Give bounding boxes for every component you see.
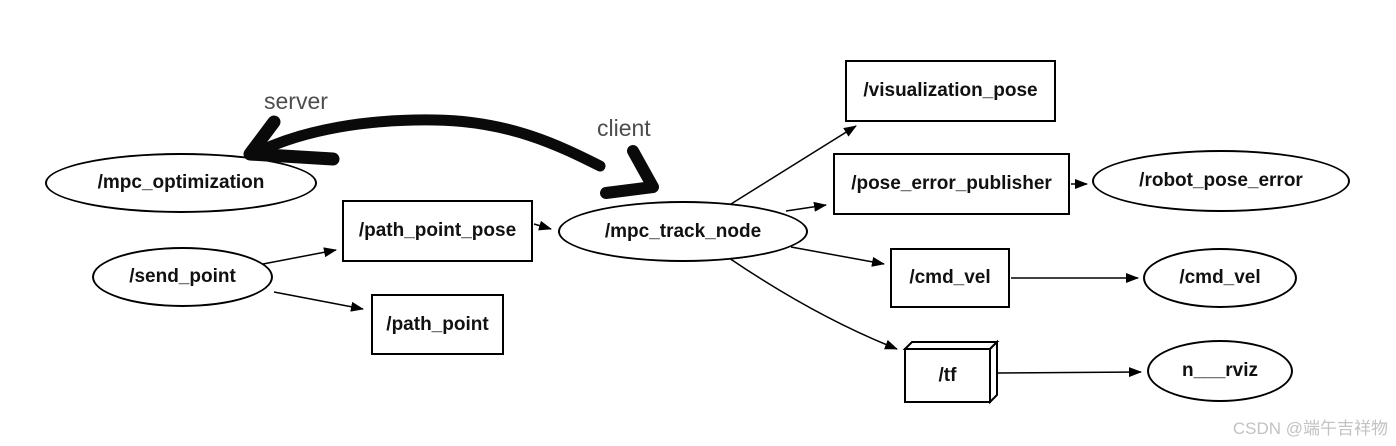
edge-mpc-track-node-to-cmd-vel-topic: [790, 246, 885, 267]
node-send-point: /send_point: [92, 247, 273, 307]
topic-visualization-pose: /visualization_pose: [845, 60, 1056, 122]
topic-path-point: /path_point: [371, 294, 504, 355]
edge-mpc-track-node-to-pose-error-publisher: [785, 201, 827, 212]
node-mpc-optimization-label: /mpc_optimization: [97, 172, 265, 193]
topic-path-point-pose-label: /path_point_pose: [358, 220, 517, 241]
topic-tf-label: /tf: [938, 364, 957, 386]
topic-path-point-pose: /path_point_pose: [342, 200, 533, 262]
edge-path-point-pose-to-mpc-track-node: [533, 220, 552, 231]
node-mpc-optimization: /mpc_optimization: [45, 153, 317, 213]
topic-pose-error-publisher-label: /pose_error_publisher: [851, 173, 1052, 194]
node-mpc-track-node: /mpc_track_node: [558, 201, 808, 262]
node-rviz-label: n___rviz: [1181, 360, 1259, 381]
node-send-point-label: /send_point: [129, 266, 236, 287]
topic-visualization-pose-label: /visualization_pose: [863, 80, 1038, 101]
node-robot-pose-error-label: /robot_pose_error: [1139, 170, 1303, 191]
edge-send-point-to-path-point: [273, 291, 364, 312]
topic-tf: /tf: [905, 349, 990, 402]
hand-arrowhead-server: [243, 115, 340, 166]
csdn-watermark: CSDN @端午吉祥物: [1232, 419, 1388, 438]
topic-path-point-label: /path_point: [386, 313, 489, 335]
node-cmd-vel-label: /cmd_vel: [1179, 267, 1261, 288]
edge-mpc-track-node-to-tf: [728, 257, 898, 350]
annotation-client: client: [597, 115, 651, 141]
node-cmd-vel: /cmd_vel: [1143, 248, 1297, 308]
edge-send-point-to-path-point-pose: [262, 247, 337, 265]
annotation-server: server: [264, 88, 328, 114]
topic-cmd-vel: /cmd_vel: [890, 248, 1010, 308]
topic-pose-error-publisher: /pose_error_publisher: [833, 153, 1070, 215]
node-rviz: n___rviz: [1147, 340, 1293, 402]
node-robot-pose-error: /robot_pose_error: [1092, 150, 1350, 212]
hand-arrowhead-client: [600, 145, 659, 199]
edge-tf-to-rviz: [996, 367, 1142, 378]
topic-cmd-vel-label: /cmd_vel: [909, 267, 991, 288]
node-mpc-track-node-label: /mpc_track_node: [604, 220, 762, 242]
